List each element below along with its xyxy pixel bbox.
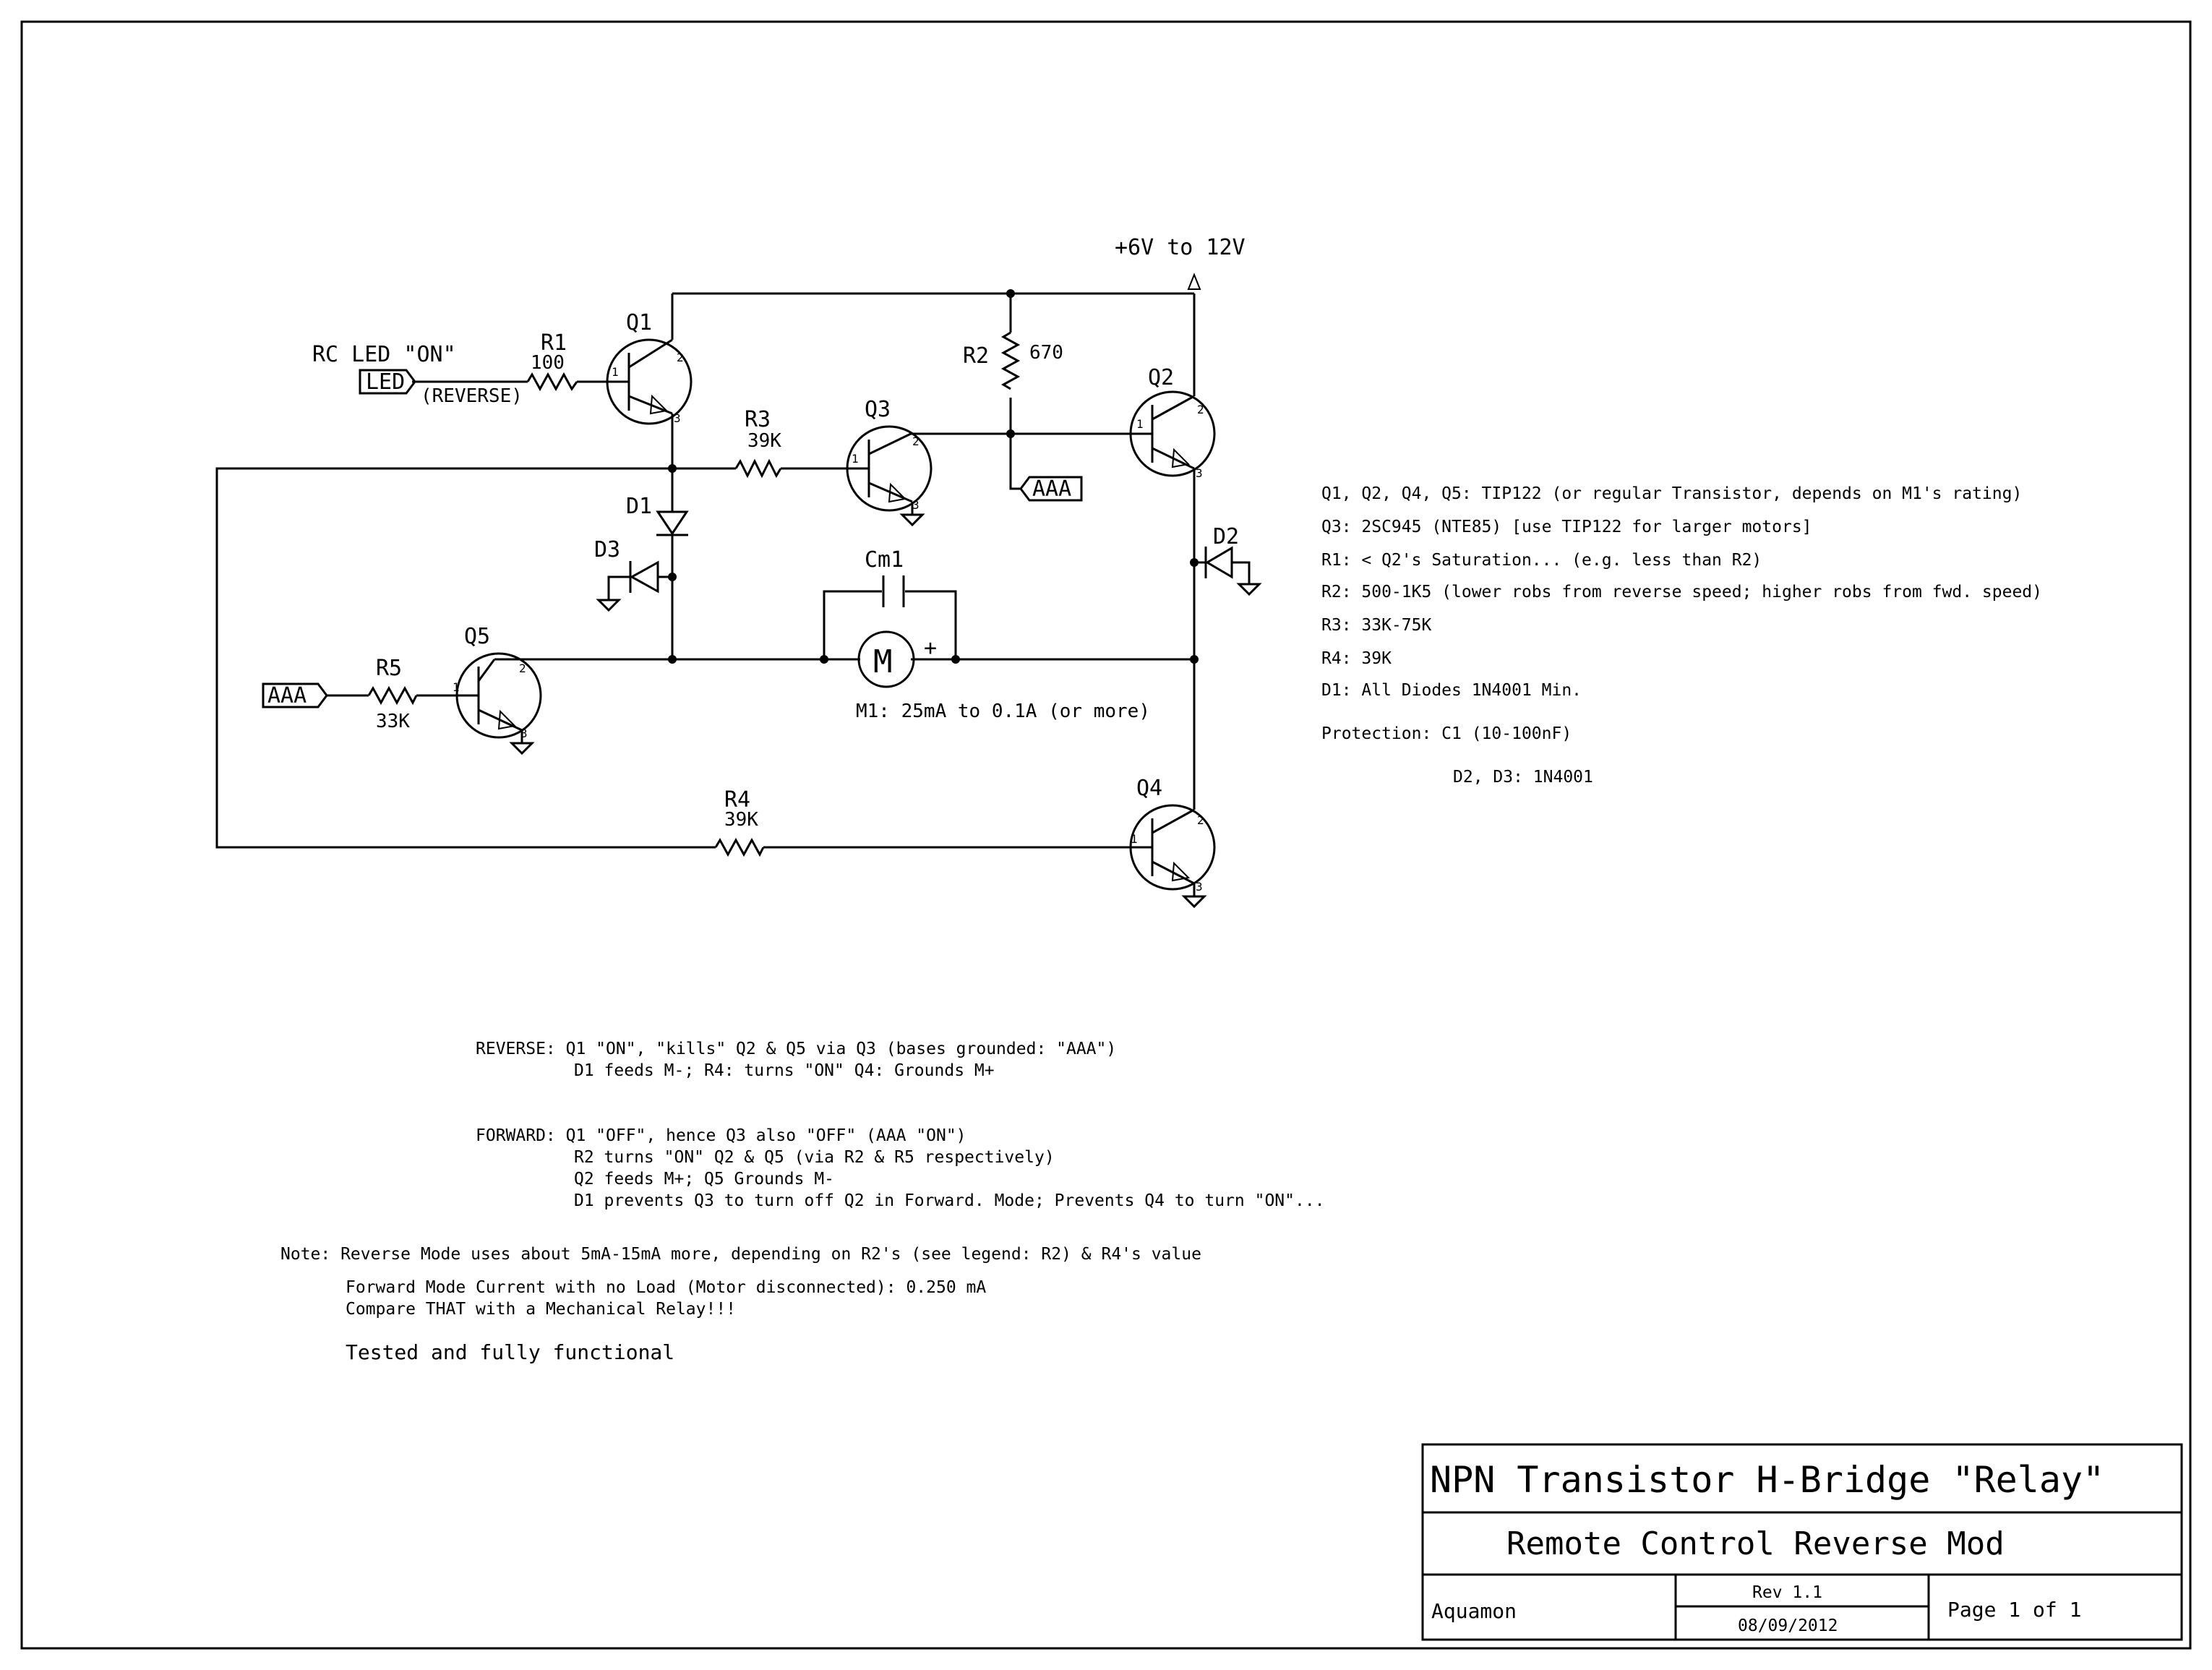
r3-value: 39K	[747, 430, 781, 452]
legend-line-3: R1: < Q2's Saturation... (e.g. less than…	[1321, 551, 1762, 570]
supply-arrow	[1187, 273, 1201, 290]
forward-note-4: D1 prevents Q3 to turn off Q2 in Forward…	[574, 1191, 1325, 1210]
diode-d1: D1	[626, 494, 689, 536]
resistor-r3: R3 39K	[734, 407, 781, 479]
q1-pin-3: 3	[674, 411, 681, 425]
supply-label: +6V to 12V	[1115, 235, 1246, 260]
reverse-tag: (REVERSE)	[421, 385, 523, 407]
transistor-q4: Q4 1 2 3	[1129, 776, 1216, 909]
general-note-3: Compare THAT with a Mechanical Relay!!!	[346, 1300, 736, 1319]
reverse-note-1: REVERSE: Q1 "ON", "kills" Q2 & Q5 via Q3…	[476, 1040, 1116, 1058]
reverse-note-2: D1 feeds M-; R4: turns "ON" Q4: Grounds …	[574, 1061, 995, 1080]
r4-value: 39K	[724, 809, 758, 831]
general-note-2: Forward Mode Current with no Load (Motor…	[346, 1278, 986, 1297]
resistor-r2: R2 670	[963, 331, 1063, 390]
q3-pin-2: 2	[912, 434, 919, 448]
r2-value: 670	[1029, 342, 1063, 364]
q4-pin-1: 1	[1131, 832, 1138, 846]
legend-line-5: R3: 33K-75K	[1321, 616, 1431, 635]
legend-line-8: Protection: C1 (10-100nF)	[1321, 724, 1572, 743]
title-block-title: NPN Transistor H-Bridge "Relay"	[1430, 1459, 2104, 1501]
junctions	[668, 289, 1199, 664]
q4-pin-3: 3	[1196, 880, 1203, 894]
q2-pin-2: 2	[1197, 403, 1204, 416]
motor-m1: M + M1: 25mA to 0.1A (or more)	[856, 630, 1150, 722]
cm1-ref: Cm1	[865, 547, 904, 573]
r1-value: 100	[531, 352, 565, 374]
legend-line-1: Q1, Q2, Q4, Q5: TIP122 (or regular Trans…	[1321, 484, 2022, 503]
q3-pin-1: 1	[852, 452, 859, 466]
title-block-page: Page 1 of 1	[1947, 1598, 2081, 1622]
q5-ref: Q5	[464, 624, 490, 649]
transistor-q5: Q5 1 2 3	[453, 624, 542, 755]
port-aaa-top-label: AAA	[1032, 476, 1071, 502]
q3-pin-3: 3	[912, 498, 919, 512]
q2-ref: Q2	[1148, 365, 1174, 390]
port-aaa-left-label: AAA	[267, 683, 306, 708]
port-led-label: LED	[366, 369, 405, 395]
title-block-author: Aquamon	[1431, 1599, 1517, 1623]
legend-line-9: D2, D3: 1N4001	[1453, 768, 1593, 787]
forward-note-3: Q2 feeds M+; Q5 Grounds M-	[574, 1170, 834, 1189]
q1-pin-1: 1	[612, 365, 619, 379]
transistor-q2: Q2 1 2 3	[1129, 365, 1216, 480]
q5-pin-3: 3	[520, 727, 528, 740]
title-block: NPN Transistor H-Bridge "Relay" Remote C…	[1421, 1443, 2183, 1641]
q5-pin-2: 2	[519, 661, 526, 675]
tested-note: Tested and fully functional	[346, 1340, 674, 1364]
q3-ref: Q3	[865, 397, 891, 422]
title-block-rev: Rev 1.1	[1752, 1583, 1822, 1602]
capacitor-cm1: Cm1	[865, 547, 905, 607]
motor-symbol: M	[873, 643, 893, 680]
legend-line-4: R2: 500-1K5 (lower robs from reverse spe…	[1321, 583, 2042, 601]
q2-pin-1: 1	[1136, 417, 1144, 431]
d3-ref: D3	[594, 537, 620, 562]
port-aaa-left: AAA	[262, 682, 328, 708]
resistor-r5: R5 33K	[367, 656, 418, 732]
general-note-1: Note: Reverse Mode uses about 5mA-15mA m…	[280, 1245, 1201, 1264]
diode-d3: D3	[594, 537, 659, 612]
title-block-subtitle: Remote Control Reverse Mod	[1506, 1525, 2005, 1562]
q1-ref: Q1	[626, 310, 652, 335]
r1-ref: R1	[541, 330, 567, 356]
transistor-q1: Q1 1 2 3	[606, 310, 693, 425]
r2-ref: R2	[963, 343, 989, 369]
motor-plus: +	[924, 635, 937, 661]
diode-d2: D2	[1204, 524, 1262, 596]
q4-ref: Q4	[1136, 776, 1162, 801]
sheet-border	[20, 20, 2192, 1650]
r3-ref: R3	[745, 407, 771, 432]
wires	[215, 292, 1251, 849]
rc-led-label: RC LED "ON"	[312, 342, 456, 367]
operation-notes: REVERSE: Q1 "ON", "kills" Q2 & Q5 via Q3…	[280, 1040, 1325, 1364]
r4-ref: R4	[724, 787, 750, 813]
q2-pin-3: 3	[1196, 466, 1203, 480]
d1-ref: D1	[626, 494, 652, 519]
r5-value: 33K	[376, 711, 410, 732]
resistor-r4: R4 39K	[714, 787, 765, 857]
r5-ref: R5	[376, 656, 402, 681]
q4-pin-2: 2	[1197, 813, 1204, 827]
legend-line-7: D1: All Diodes 1N4001 Min.	[1321, 681, 1582, 700]
d2-ref: D2	[1213, 524, 1239, 549]
transistor-q3: Q3 1 2 3	[846, 397, 933, 527]
forward-note-2: R2 turns "ON" Q2 & Q5 (via R2 & R5 respe…	[574, 1148, 1055, 1167]
port-led: LED RC LED "ON" (REVERSE)	[312, 342, 523, 407]
title-block-date: 08/09/2012	[1738, 1617, 1838, 1635]
motor-label: M1: 25mA to 0.1A (or more)	[856, 701, 1150, 722]
q1-pin-2: 2	[677, 351, 684, 364]
forward-note-1: FORWARD: Q1 "OFF", hence Q3 also "OFF" (…	[476, 1126, 966, 1145]
legend-line-2: Q3: 2SC945 (NTE85) [use TIP122 for large…	[1321, 518, 1812, 536]
q5-pin-1: 1	[453, 680, 460, 694]
parts-legend: Q1, Q2, Q4, Q5: TIP122 (or regular Trans…	[1321, 484, 2042, 787]
port-aaa-top: AAA	[1019, 476, 1083, 502]
legend-line-6: R4: 39K	[1321, 649, 1392, 668]
resistor-r1: R1 100	[526, 330, 578, 392]
